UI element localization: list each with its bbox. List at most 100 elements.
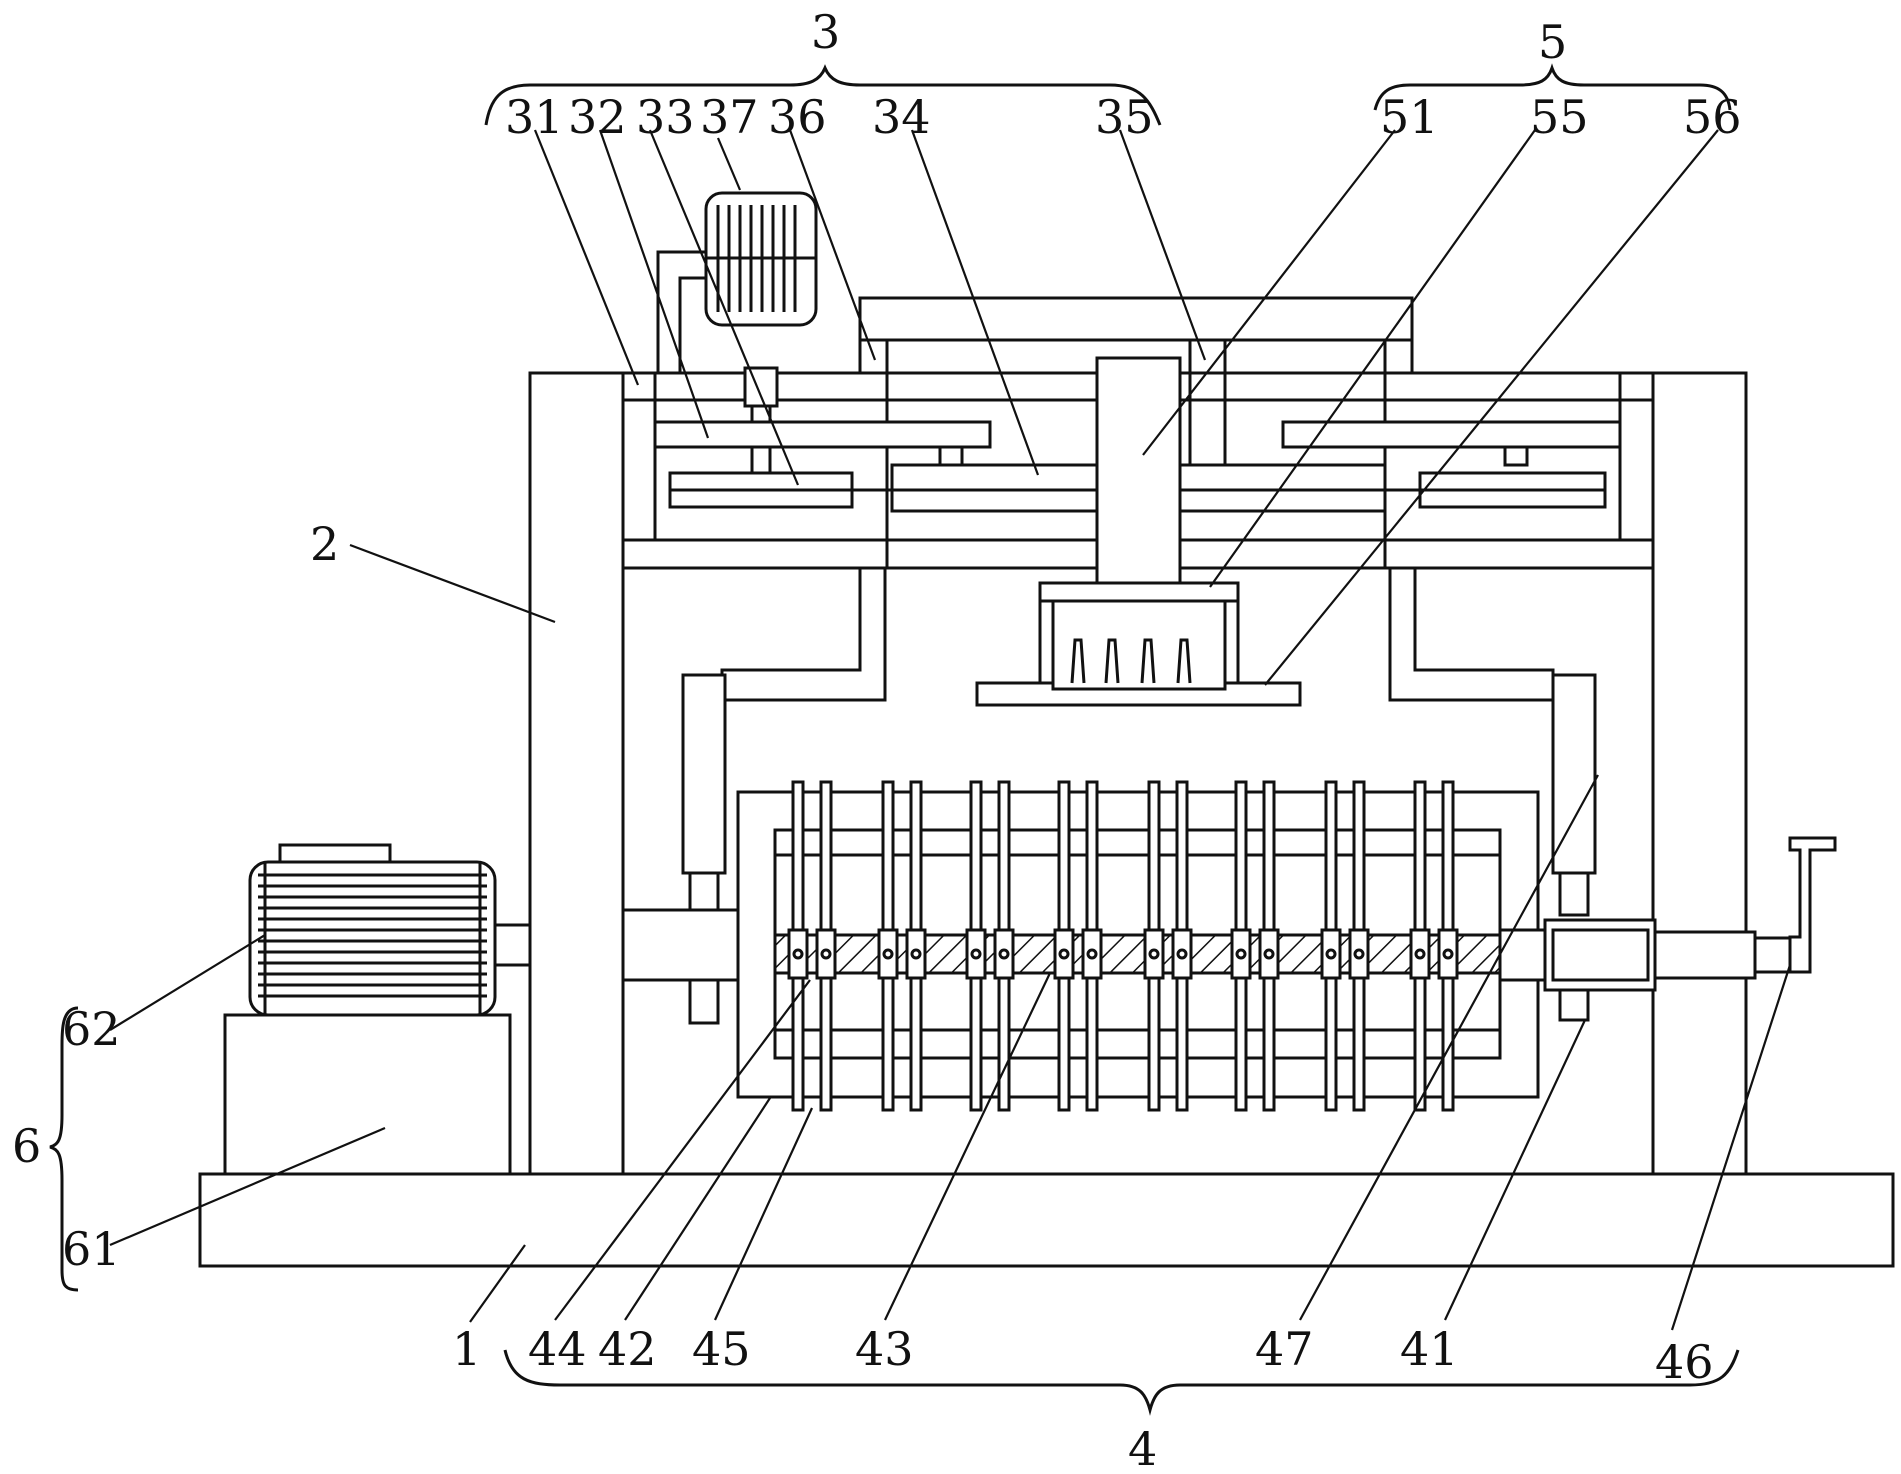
hub-bolt (1353, 948, 1365, 960)
left-cylinder (681, 673, 727, 875)
motor-stand (223, 1013, 512, 1176)
label-62: 62 (62, 1002, 121, 1056)
hub-bolt (1086, 948, 1098, 960)
hub-bolt (970, 948, 982, 960)
hub-bolt (882, 948, 894, 960)
press-tooth (1104, 638, 1120, 684)
press-inner (1051, 599, 1227, 691)
nut-left (938, 445, 964, 467)
top-cover (858, 296, 1414, 342)
press-head-55 (1038, 581, 1240, 603)
leader-35 (1118, 129, 1207, 361)
leader-43 (884, 972, 1051, 1321)
label-2: 2 (310, 517, 339, 571)
lifting-unit (653, 191, 1622, 513)
leader-32 (598, 129, 710, 439)
label-41: 41 (1400, 1322, 1459, 1376)
crank-handle-46 (1788, 836, 1837, 974)
label-37: 37 (700, 90, 759, 144)
label-43: 43 (855, 1322, 914, 1376)
motor-shaft (493, 923, 532, 967)
shaft-end (1753, 936, 1792, 974)
leader-46 (1670, 964, 1792, 1331)
motor-fins (258, 862, 487, 1015)
hub-bolt (1235, 948, 1247, 960)
hub-bolt (1058, 948, 1070, 960)
label-34: 34 (872, 90, 931, 144)
leader-37 (716, 137, 742, 191)
label-44: 44 (528, 1322, 587, 1376)
inner-frame (621, 568, 1655, 1174)
press-tooth (1070, 638, 1086, 684)
leader-42 (624, 1097, 771, 1321)
leader-56 (1264, 129, 1719, 686)
brace-5 (1373, 63, 1732, 111)
label-4: 4 (1128, 1422, 1157, 1474)
label-32: 32 (568, 90, 627, 144)
right-cylinder-47 (1551, 673, 1597, 875)
leader-61 (109, 1126, 386, 1247)
label-55: 55 (1530, 90, 1589, 144)
part-labels: 3 5 31 32 33 37 36 34 35 51 55 56 2 62 6… (12, 5, 1742, 1474)
motor-top-box (278, 843, 392, 865)
mid-plate-34 (890, 463, 1104, 513)
leader-62 (109, 934, 266, 1031)
hub-bolt (792, 948, 804, 960)
label-5: 5 (1538, 15, 1567, 69)
brace-3 (484, 64, 1162, 126)
label-35: 35 (1095, 90, 1154, 144)
coupling (743, 366, 779, 408)
brace-4 (503, 1349, 1740, 1416)
label-47: 47 (1255, 1322, 1314, 1376)
label-42: 42 (598, 1322, 657, 1376)
label-3: 3 (811, 5, 840, 59)
left-column (528, 371, 625, 1176)
left-bearing (621, 908, 740, 982)
shaft-coupling (1498, 928, 1547, 982)
nut-right (1503, 445, 1529, 467)
label-46: 46 (1655, 1335, 1714, 1389)
leader-33 (648, 129, 800, 486)
leader-51 (1142, 129, 1396, 456)
blade-set-45 (787, 780, 1459, 1112)
leader-31 (533, 129, 640, 386)
label-31: 31 (505, 90, 564, 144)
hanger-right (1388, 568, 1555, 702)
nut-left2 (750, 445, 772, 475)
hanger-left (720, 568, 887, 702)
mid-plate-34r (1178, 463, 1387, 513)
leader-2 (349, 543, 556, 624)
hub-bolt (820, 948, 832, 960)
hub-bolt (1414, 948, 1426, 960)
label-61: 61 (62, 1222, 121, 1276)
hub-bolt (998, 948, 1010, 960)
press-rod-51 (1095, 356, 1182, 585)
press-teeth (1070, 638, 1192, 684)
label-45: 45 (692, 1322, 751, 1376)
bearing-foot (1558, 988, 1590, 1022)
label-51: 51 (1380, 90, 1439, 144)
right-cylinder-rod (1558, 871, 1590, 917)
hub-bolt (1176, 948, 1188, 960)
leader-lines (109, 129, 1792, 1331)
top-motor-fins (706, 205, 816, 312)
cutting-unit (621, 673, 1837, 1112)
hub-bolt (910, 948, 922, 960)
label-56: 56 (1683, 90, 1742, 144)
brace-6 (49, 1006, 79, 1292)
bearing-41-inner (1551, 928, 1650, 982)
label-36: 36 (768, 90, 827, 144)
leader-44 (554, 979, 811, 1321)
hub-bolt (1263, 948, 1275, 960)
motor-assembly (223, 843, 532, 1176)
leader-47 (1299, 774, 1599, 1321)
hub-bolt (1148, 948, 1160, 960)
leader-45 (713, 1107, 814, 1321)
leader-36 (788, 129, 877, 361)
label-33: 33 (636, 90, 695, 144)
right-beam-32 (1281, 420, 1622, 449)
motor-bracket (656, 250, 705, 373)
press-tooth (1176, 638, 1192, 684)
leader-41 (1444, 1019, 1586, 1321)
